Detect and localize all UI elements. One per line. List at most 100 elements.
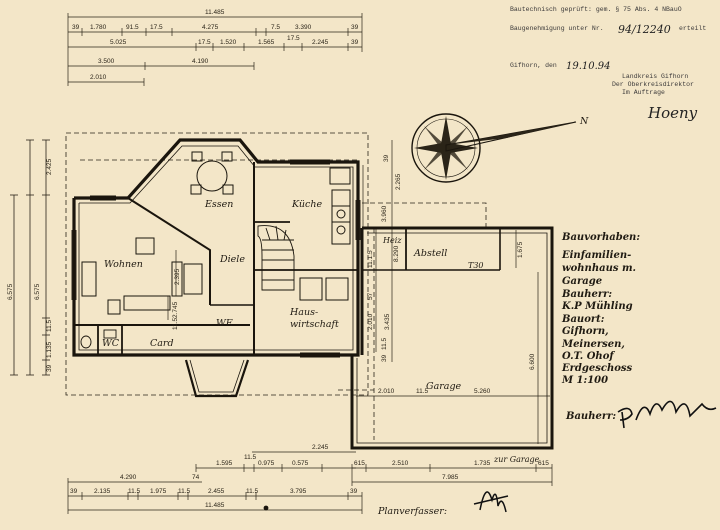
top-dimension-chains xyxy=(67,13,363,86)
dim-top-r2-4: 4.275 xyxy=(202,24,219,31)
dim-left-0: 2.425 xyxy=(46,158,53,175)
dim-bottom-r2-1: 74 xyxy=(192,474,200,481)
bottom-dimension-labels: 2.245 1.595 11.5 0.975 0.575 4.290 74 39… xyxy=(70,444,549,509)
title-block: Bauvorhaben: Einfamilien- wohnhaus m. Ga… xyxy=(377,232,640,517)
designer-signature xyxy=(473,491,509,513)
dim-mid-4: 2.265 xyxy=(395,173,402,190)
garage-inner-line xyxy=(356,232,548,444)
stamp-line-2-suffix: erteilt xyxy=(679,25,706,32)
dim-top-r3-5: 2.245 xyxy=(312,39,329,46)
dim-mid-9: 3.435 xyxy=(384,313,391,330)
room-label-hauswirtschaft-1: Haus- xyxy=(289,307,318,318)
dim-bottom-r1-2: 0.975 xyxy=(258,460,275,467)
dim-bottom-r3-1: 2.135 xyxy=(94,488,111,495)
legend-line-1: Bauvorhaben: xyxy=(561,232,640,243)
dim-top-r2-0: 39 xyxy=(72,24,80,31)
stair-mark-t30: T30 xyxy=(468,261,484,270)
entrance-bay xyxy=(184,359,250,398)
dim-left-3: 11.5 xyxy=(46,319,53,332)
dim-mid-6: 8.290 xyxy=(393,245,400,262)
room-label-abstell: Abstell xyxy=(413,248,447,259)
garage-dim-labels: 2.010 11.5 5.260 1.675 6.600 xyxy=(378,241,536,395)
dim-top-r3-6: 39 xyxy=(351,39,359,46)
room-label-wc: WC xyxy=(102,338,120,349)
legend-line-9: Meinersen, xyxy=(561,339,625,350)
dim-mid-3: 3.960 xyxy=(381,205,388,222)
room-label-zur-garage: zur Garage xyxy=(493,455,540,464)
dim-bottom-r2-0: 4.290 xyxy=(120,474,137,481)
stamp-authority-1: Landkreis Gifhorn xyxy=(622,73,688,80)
dim-left-4: 1.135 xyxy=(46,341,53,358)
dim-top-r4-0: 3.500 xyxy=(98,58,115,65)
dim-top-r2-3: 17.5 xyxy=(150,24,163,31)
room-label-wohnen: Wohnen xyxy=(104,259,143,270)
binding-hole-mark xyxy=(263,505,269,511)
legend-line-3: wohnhaus m. xyxy=(562,263,636,274)
dim-top-r5: 2.010 xyxy=(90,74,107,81)
dim-mid-2: 11.5 xyxy=(172,317,179,330)
dim-bottom-r3-4: 11.5 xyxy=(178,488,191,495)
stamp-date: 19.10.94 xyxy=(566,61,611,72)
stamp-line-2: Baugenehmigung unter Nr. xyxy=(510,25,604,32)
dim-bottom-r3-6: 11.5 xyxy=(246,488,259,495)
dim-mid-8: 2.010 xyxy=(367,313,374,330)
dim-top-r2-7: 39 xyxy=(351,24,359,31)
dim-garage-2: 5.260 xyxy=(474,388,491,395)
dim-mid-7: 11.1.5 xyxy=(367,250,374,268)
room-label-card: Card xyxy=(150,338,174,349)
dim-bottom-r1-1: 11.5 xyxy=(244,454,257,461)
legend-line-12: M 1:100 xyxy=(561,375,608,386)
legend-line-7: Bauort: xyxy=(561,314,605,325)
dim-top-r3-3: 1.565 xyxy=(258,39,275,46)
dim-right-0: 1.675 xyxy=(517,241,524,258)
dim-mid-12: 39 xyxy=(381,354,388,362)
staircase xyxy=(257,225,295,291)
kitchen-counters xyxy=(329,167,351,245)
dim-bottom-r3-2: 11.5 xyxy=(128,488,141,495)
dim-bottom-r1-0: 1.595 xyxy=(216,460,233,467)
room-label-garage: Garage xyxy=(426,381,462,392)
legend-line-5: Bauherr: xyxy=(561,289,612,300)
interior-dim-labels: 2.395 2.745 11.5 3.960 2.265 39 8.290 11… xyxy=(172,154,402,362)
dim-top-r3-0: 5.025 xyxy=(110,39,127,46)
dim-top-r4-1: 4.190 xyxy=(192,58,209,65)
stamp-place-date-prefix: Gifhorn, den xyxy=(510,62,557,69)
room-label-wf: WF xyxy=(216,318,233,329)
dim-top-r3-4: 17.5 xyxy=(287,35,300,42)
dim-left-5: 39 xyxy=(46,364,53,372)
dim-mid-10: 57 xyxy=(367,292,374,300)
dim-bottom-r4: 11.485 xyxy=(205,502,225,509)
dim-top-r3-2: 1.520 xyxy=(220,39,237,46)
garage-walls xyxy=(350,226,554,450)
room-label-hauswirtschaft-2: wirtschaft xyxy=(290,319,339,330)
dim-garage-1: 11.5 xyxy=(416,388,429,395)
dim-top-r2-1: 1.780 xyxy=(90,24,107,31)
dim-top-r2-5: 7.5 xyxy=(271,24,280,31)
left-dimension-labels: 2.425 6.575 6.575 11.5 1.135 39 xyxy=(7,158,53,372)
legend-line-6: K.P Mühling xyxy=(561,301,633,312)
garage-dims xyxy=(356,230,550,444)
top-dimension-labels: 11.485 39 1.780 91.5 17.5 4.275 7.5 3.39… xyxy=(72,9,359,81)
dim-bottom-r3-5: 2.455 xyxy=(208,488,225,495)
dim-top-total: 11.485 xyxy=(205,9,225,16)
legend-line-10: O.T. Ohof xyxy=(562,351,615,362)
window-marks xyxy=(71,159,361,358)
legend-line-8: Gifhorn, xyxy=(562,326,609,337)
stamp-authority-3: Im Auftrage xyxy=(622,89,665,96)
dim-garage-bottom-1: 2.510 xyxy=(392,460,409,467)
room-labels: Essen Küche Wohnen Diele Haus- wirtschaf… xyxy=(102,199,540,464)
room-label-essen: Essen xyxy=(204,199,233,210)
legend-line-2: Einfamilien- xyxy=(561,250,631,261)
dim-bottom-r1-3: 0.575 xyxy=(292,460,309,467)
house-inner-line xyxy=(78,145,354,351)
room-label-kueche: Küche xyxy=(291,199,322,210)
utility-appliances xyxy=(299,277,349,301)
left-dimension-chains xyxy=(10,139,50,376)
dim-bottom-r0: 2.245 xyxy=(312,444,329,451)
dim-garage-bottom-total: 7.985 xyxy=(442,474,459,481)
compass-rose xyxy=(411,113,577,183)
legend-line-4: Garage xyxy=(562,276,602,287)
dim-garage-bottom-3: 615 xyxy=(538,460,549,467)
